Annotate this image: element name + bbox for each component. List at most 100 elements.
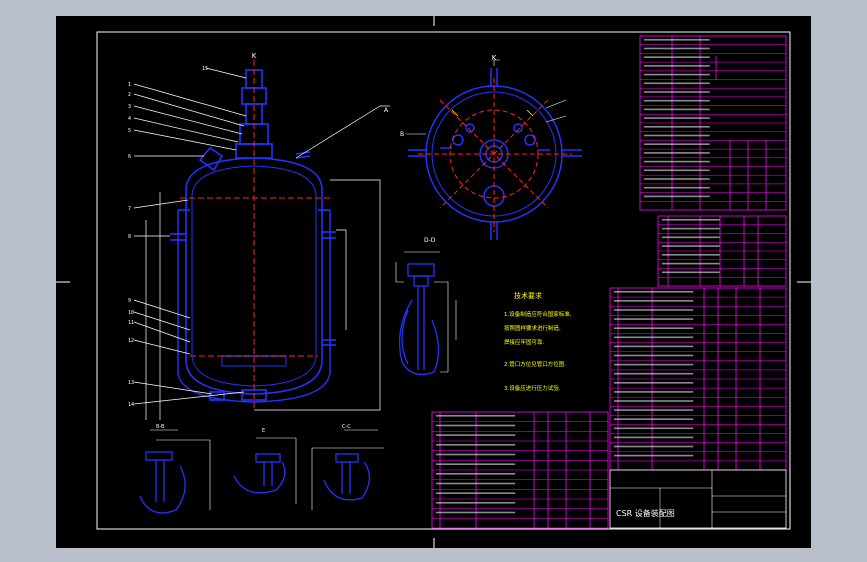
detail-e-label: E [262,428,265,434]
svg-text:15: 15 [202,66,208,72]
table-cell-text-stroke [436,473,516,475]
table-cell-text-stroke [644,65,710,67]
table-cell-text-stroke [644,99,710,102]
svg-text:5: 5 [128,128,131,134]
svg-text:8: 8 [128,234,131,240]
table-cell-text-stroke [614,427,694,430]
table-cell-text-stroke [614,363,694,366]
technical-notes: 技术要求 1.设备制造应符合国家标准, 按照图样要求进行制造, 焊接应牢固可靠.… [504,291,572,392]
table-cell-text-stroke [644,108,710,111]
leader-lines [133,67,390,420]
note-line-5: 3.设备应进行压力试验. [504,384,561,392]
table-cell-text-stroke [614,345,694,348]
table-cell-text-stroke [436,492,516,494]
drawing-frame [56,16,811,548]
label-top-nozzle: K [252,52,257,60]
svg-text:13: 13 [128,380,134,386]
table-cell-text-stroke [644,91,710,93]
table-cell-text-stroke [436,502,516,504]
table-cell-text-stroke [644,47,710,50]
table-cell-text-stroke [614,300,694,302]
table-cell-text-stroke [614,354,694,357]
bottom-section-details: B-B E C-C [139,424,384,514]
detail-c-label: C-C [342,424,351,430]
table-cell-text-stroke [662,227,720,230]
table-cell-text-stroke [644,134,710,137]
table-cell-text-stroke [662,271,720,274]
svg-text:6: 6 [128,154,131,160]
table-cell-text [436,39,720,514]
table-cell-text-stroke [644,160,710,163]
table-cell-text-stroke [436,463,516,465]
table-cell-text-stroke [614,336,694,339]
table-cell-text-stroke [644,73,710,76]
table-cell-text-stroke [644,39,710,41]
table-cell-text-stroke [614,418,694,420]
table-cell-text-stroke [436,424,516,427]
table-cell-text-stroke [614,309,694,311]
table-cell-text-stroke [662,254,720,256]
svg-text:1: 1 [128,82,131,88]
table-cell-text-stroke [614,382,694,384]
svg-text:3: 3 [128,104,131,110]
table-cell-text-stroke [644,82,710,85]
table-row-lines [432,44,786,519]
table-cell-text-stroke [644,56,710,58]
nozzle-orientation-plan: K B [400,54,582,240]
drawing-sheet [56,16,811,548]
table-cell-text-stroke [644,152,710,154]
svg-text:9: 9 [128,298,131,304]
title-block: CSR 设备装配图 [609,469,787,529]
table-cell-text-stroke [614,291,694,293]
svg-text:10: 10 [128,310,134,316]
note-line-2: 按照图样要求进行制造, [504,324,561,332]
svg-text:11: 11 [128,320,134,326]
section-d-detail: D-D [395,237,457,376]
title-block-name: CSR 设备装配图 [616,508,675,518]
plan-label-top: K [492,54,497,62]
table-cell-text-stroke [436,415,516,417]
label-section-a: A [384,107,389,114]
table-cell-text-stroke [614,454,694,457]
table-cell-text-stroke [644,117,710,119]
note-line-4: 2.管口方位见管口方位图. [504,360,566,368]
svg-text:4: 4 [128,116,131,122]
table-cell-text-stroke [614,372,694,375]
table-cell-text-stroke [614,318,694,320]
section-d-label: D-D [424,237,436,244]
table-cell-text-stroke [662,245,720,247]
table-cell-text-stroke [644,186,710,189]
table-cell-text-stroke [436,482,516,485]
table-cell-text-stroke [644,126,710,128]
table-cell-text-stroke [662,236,720,239]
table-cell-text-stroke [436,434,516,436]
vessel-centerlines [180,60,330,410]
svg-text:12: 12 [128,338,134,344]
table-cell-text-stroke [614,436,694,439]
table-cell-text-stroke [436,453,516,456]
table-cell-text-stroke [614,391,694,393]
svg-text:2: 2 [128,92,131,98]
table-cell-text-stroke [436,511,516,514]
table-cell-text-stroke [614,409,694,411]
table-cell-text-stroke [436,444,516,446]
svg-text:14: 14 [128,402,134,408]
table-cell-text-stroke [662,219,720,221]
table-cell-text-stroke [644,178,710,180]
table-cell-text-stroke [644,195,710,198]
note-line-1: 1.设备制造应符合国家标准, [504,310,572,318]
table-cell-text-stroke [614,400,694,402]
plan-label-b: B [400,131,404,138]
detail-b-label: B-B [156,424,165,430]
table-cell-text-stroke [644,143,710,145]
notes-heading: 技术要求 [514,291,542,300]
table-cell-text-stroke [662,262,720,265]
table-cell-text-stroke [644,169,710,172]
table-cell-text-stroke [614,327,694,329]
svg-text:7: 7 [128,206,131,212]
table-cell-text-stroke [614,445,694,448]
note-line-3: 焊接应牢固可靠. [504,338,545,346]
